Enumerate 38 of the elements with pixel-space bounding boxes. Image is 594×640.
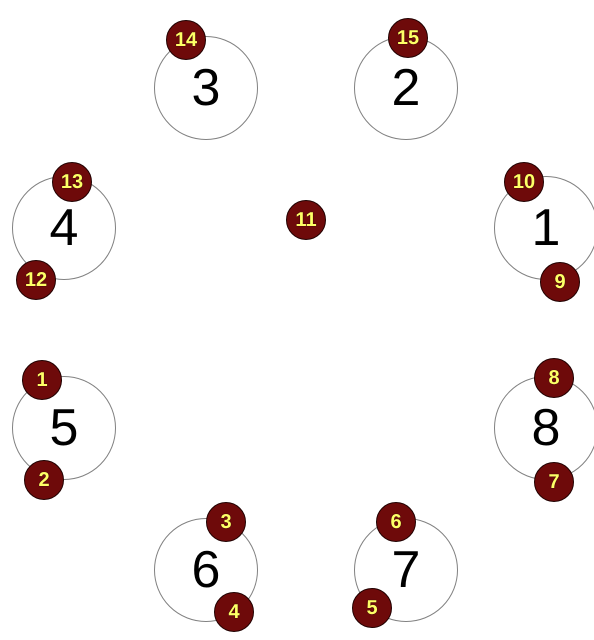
badge-number: 3 xyxy=(220,512,232,532)
badge-number: 11 xyxy=(295,210,317,230)
badge-number: 9 xyxy=(554,272,566,292)
badge-number: 2 xyxy=(38,470,50,490)
number-badge xyxy=(24,460,64,500)
number-badge xyxy=(534,358,574,398)
number-badge xyxy=(22,360,62,400)
circle-number: 6 xyxy=(192,544,220,596)
badge-number: 10 xyxy=(512,172,536,192)
number-badge xyxy=(352,588,392,628)
badge-number: 7 xyxy=(548,472,560,492)
circle-number: 4 xyxy=(50,202,78,254)
number-badge xyxy=(286,200,326,240)
circle-number: 2 xyxy=(392,62,420,114)
circle-number: 7 xyxy=(392,544,420,596)
badge-number: 5 xyxy=(366,598,378,618)
number-badge xyxy=(504,162,544,202)
circle-number: 8 xyxy=(532,402,560,454)
badge-number: 15 xyxy=(396,28,420,48)
badge-number: 12 xyxy=(24,270,48,290)
badge-number: 1 xyxy=(36,370,48,390)
badge-number: 13 xyxy=(60,172,84,192)
badge-number: 6 xyxy=(390,512,402,532)
circle-number: 3 xyxy=(192,62,220,114)
number-badge xyxy=(206,502,246,542)
number-badge xyxy=(166,20,206,60)
number-badge xyxy=(388,18,428,58)
number-badge xyxy=(16,260,56,300)
number-badge xyxy=(534,462,574,502)
badge-number: 14 xyxy=(174,30,198,50)
badge-number: 8 xyxy=(548,368,560,388)
number-badge xyxy=(376,502,416,542)
number-badge xyxy=(52,162,92,202)
circle-number: 1 xyxy=(532,202,560,254)
badge-number: 4 xyxy=(228,602,240,622)
number-badge xyxy=(214,592,254,632)
circle-number: 5 xyxy=(50,402,78,454)
number-badge xyxy=(540,262,580,302)
